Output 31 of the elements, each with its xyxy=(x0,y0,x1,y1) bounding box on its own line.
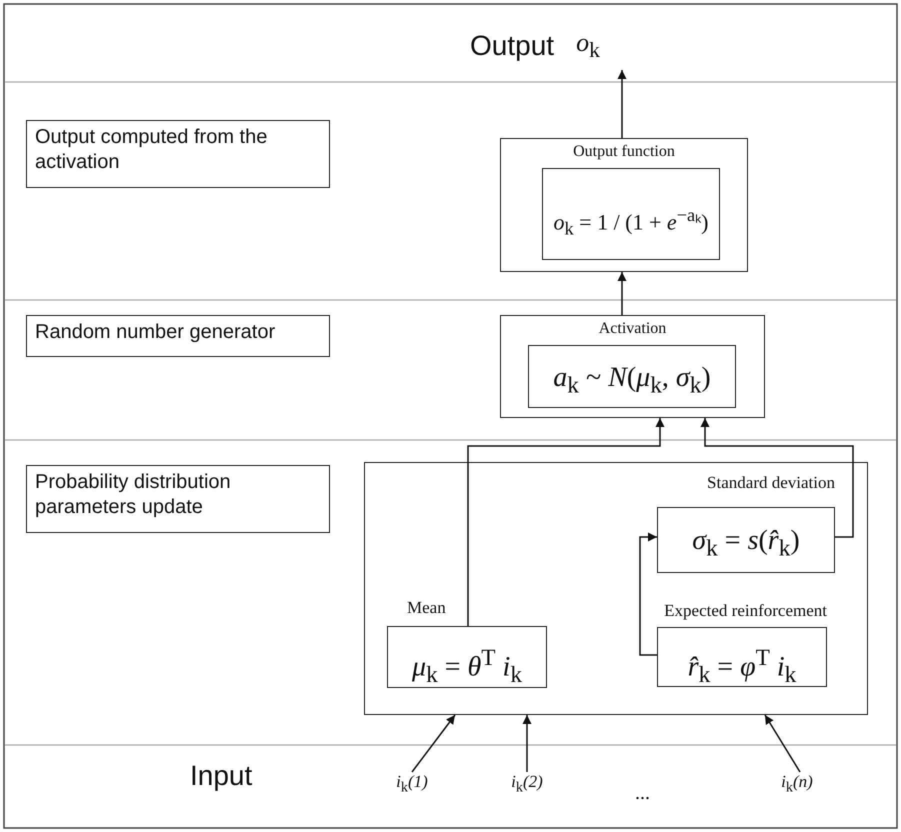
formula-box: σ$_{k}$ = s(r̂$_{k}$) xyxy=(657,507,835,573)
output-symbol: o$_{k}$ xyxy=(576,28,600,64)
arrow xyxy=(522,715,532,772)
process-box: Output computed from the activation xyxy=(26,120,330,188)
arrow xyxy=(467,418,664,626)
arrow xyxy=(639,532,657,656)
process-box: Probability distribution parameters update xyxy=(26,465,330,533)
arrow xyxy=(618,272,626,315)
box-heading: Expected reinforcement xyxy=(664,601,827,621)
arrow xyxy=(700,418,854,538)
box-heading: Mean xyxy=(407,598,446,618)
output-label: Output xyxy=(470,30,554,62)
ellipsis-label: ... xyxy=(635,782,650,805)
formula-box: μ$_{k}$ = θ$^{T}$ i$_{k}$ xyxy=(387,626,547,688)
module-box xyxy=(364,462,868,715)
input-label: i$_{k}$(n) xyxy=(775,772,819,798)
formula-box: a$_{k}$ ~ N(μ$_{k}$, σ$_{k}$) xyxy=(528,345,736,408)
process-box xyxy=(500,138,748,272)
arrow xyxy=(411,714,456,772)
arrow xyxy=(618,70,626,138)
box-heading: Output function xyxy=(572,143,676,161)
arrow xyxy=(764,714,801,772)
process-box: Random number generator xyxy=(26,315,330,357)
box-heading: Activation xyxy=(598,320,668,338)
box-heading: Standard deviation xyxy=(707,473,835,493)
formula-box: o$_{k}$ = 1 / (1 + e$^{−aₖ}$) xyxy=(542,168,720,260)
input-label: i$_{k}$(2) xyxy=(505,772,549,798)
process-box xyxy=(500,315,765,418)
formula-box: r̂$_{k}$ = φ$^{T}$ i$_{k}$ xyxy=(657,627,827,687)
input-label: Input xyxy=(190,760,252,792)
input-label: i$_{k}$(1) xyxy=(390,772,434,798)
